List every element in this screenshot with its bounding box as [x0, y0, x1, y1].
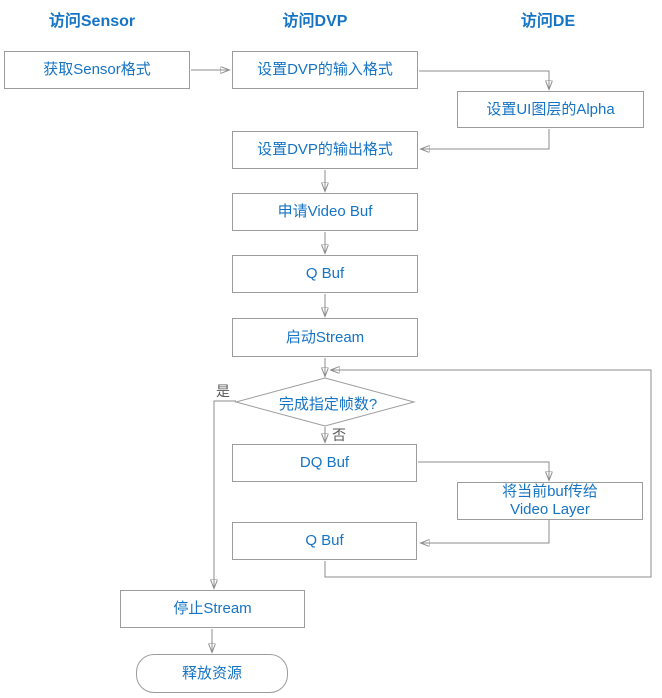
decision-label: 完成指定帧数? — [278, 396, 378, 413]
edge-label-no: 否 — [332, 427, 346, 443]
node-start-stream: 启动Stream — [232, 318, 418, 357]
node-request-video-buf: 申请Video Buf — [232, 193, 418, 231]
edge-dqbuf-to-passbuf — [418, 461, 549, 480]
node-dq-buf: DQ Buf — [232, 444, 417, 482]
node-set-ui-alpha: 设置UI图层的Alpha — [457, 91, 644, 128]
node-pass-buf-video-layer: 将当前buf传给 Video Layer — [457, 482, 643, 520]
node-set-dvp-output: 设置DVP的输出格式 — [232, 131, 418, 169]
node-q-buf-1: Q Buf — [232, 255, 418, 293]
node-label: DQ Buf — [299, 454, 350, 471]
node-label: 停止Stream — [173, 600, 252, 617]
node-label: 启动Stream — [285, 328, 365, 346]
node-label-line2: Video Layer — [510, 501, 590, 518]
node-label: 设置DVP的输出格式 — [257, 141, 393, 158]
column-header-de: 访问DE — [520, 13, 576, 30]
node-release-resources: 释放资源 — [136, 654, 288, 693]
decision-diamond-shape — [234, 377, 416, 427]
edge-uialpha-to-dvpoutput — [421, 129, 550, 149]
node-label: 释放资源 — [181, 664, 242, 682]
node-label: Q Buf — [305, 265, 345, 282]
node-stop-stream: 停止Stream — [120, 590, 305, 628]
node-label: Q Buf — [305, 532, 344, 549]
edge-decision-yes-to-stopstream — [214, 400, 236, 588]
edge-dvpinput-to-uialpha — [419, 70, 549, 89]
column-header-sensor: 访问Sensor — [48, 13, 136, 30]
column-header-dvp: 访问DVP — [282, 13, 348, 30]
node-label: 设置UI图层的Alpha — [486, 100, 615, 118]
node-label: 设置DVP的输入格式 — [257, 61, 393, 78]
edge-loop-qbuf2-to-decision — [324, 370, 652, 578]
node-q-buf-2: Q Buf — [232, 522, 417, 560]
edge-label-yes: 是 — [216, 383, 230, 399]
edge-passbuf-to-qbuf2 — [421, 520, 550, 543]
node-set-dvp-input: 设置DVP的输入格式 — [232, 51, 418, 89]
node-label-line1: 将当前buf传给 — [502, 483, 598, 500]
node-label: 获取Sensor格式 — [43, 61, 151, 78]
node-label: 申请Video Buf — [277, 203, 373, 220]
node-get-sensor-format: 获取Sensor格式 — [4, 51, 190, 89]
